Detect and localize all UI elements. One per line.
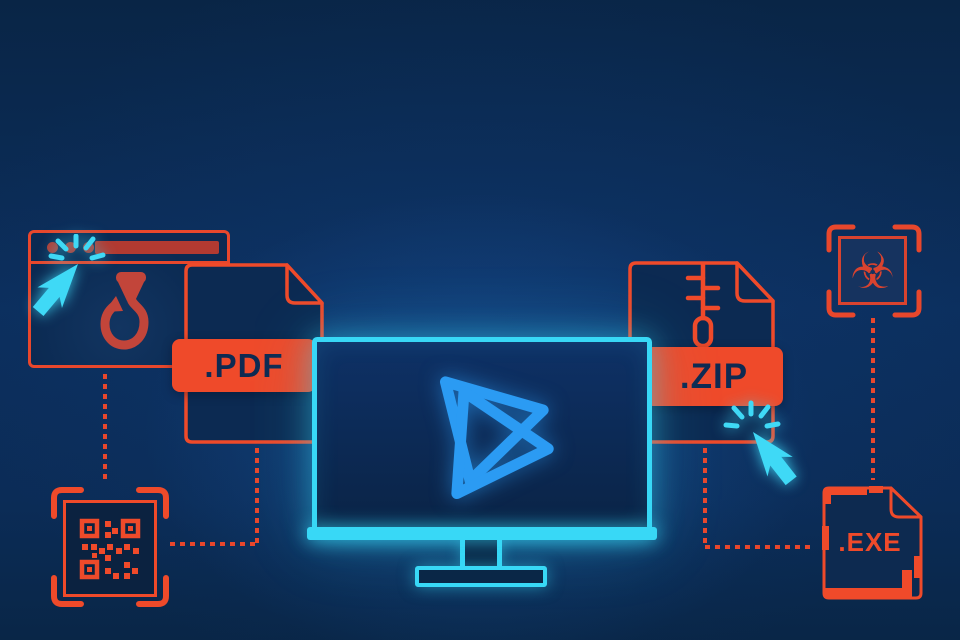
connector-browser-to-qr — [103, 374, 107, 484]
monitor-bottom-bezel — [307, 527, 657, 540]
glitch-border-decoration — [822, 486, 921, 598]
play-triangles-logo-icon — [439, 376, 554, 500]
zip-label: .ZIP — [679, 356, 749, 396]
connector-qr-to-pdf — [170, 542, 257, 546]
exe-file-icon — [822, 486, 923, 600]
connector-zip-down — [703, 448, 707, 547]
browser-address-bar — [95, 241, 219, 254]
pdf-label-band: .PDF — [172, 339, 316, 392]
connector-pdf-down — [255, 448, 259, 544]
fish-hook-icon — [100, 272, 149, 350]
cursor-click-icon — [32, 234, 106, 316]
connector-zip-to-exe — [705, 545, 815, 549]
zipper-icon — [685, 261, 721, 349]
scan-brackets-icon — [51, 487, 169, 607]
zip-label-band: .ZIP — [645, 347, 783, 406]
qr-code-icon — [79, 518, 141, 580]
scan-brackets-icon — [826, 224, 922, 318]
browser-dot-icon — [47, 242, 58, 253]
biohazard-tile: ☣ — [838, 236, 907, 305]
biohazard-icon: ☣ — [850, 241, 895, 300]
connector-biohazard-to-exe — [871, 318, 875, 480]
monitor-stand-neck — [460, 539, 502, 568]
cursor-click-icon — [723, 400, 797, 486]
monitor-stand-base — [415, 566, 547, 587]
exe-label: .EXE — [838, 527, 902, 557]
browser-dot-icon — [65, 242, 76, 253]
pdf-label: .PDF — [204, 346, 284, 384]
monitor-screen — [312, 337, 652, 539]
